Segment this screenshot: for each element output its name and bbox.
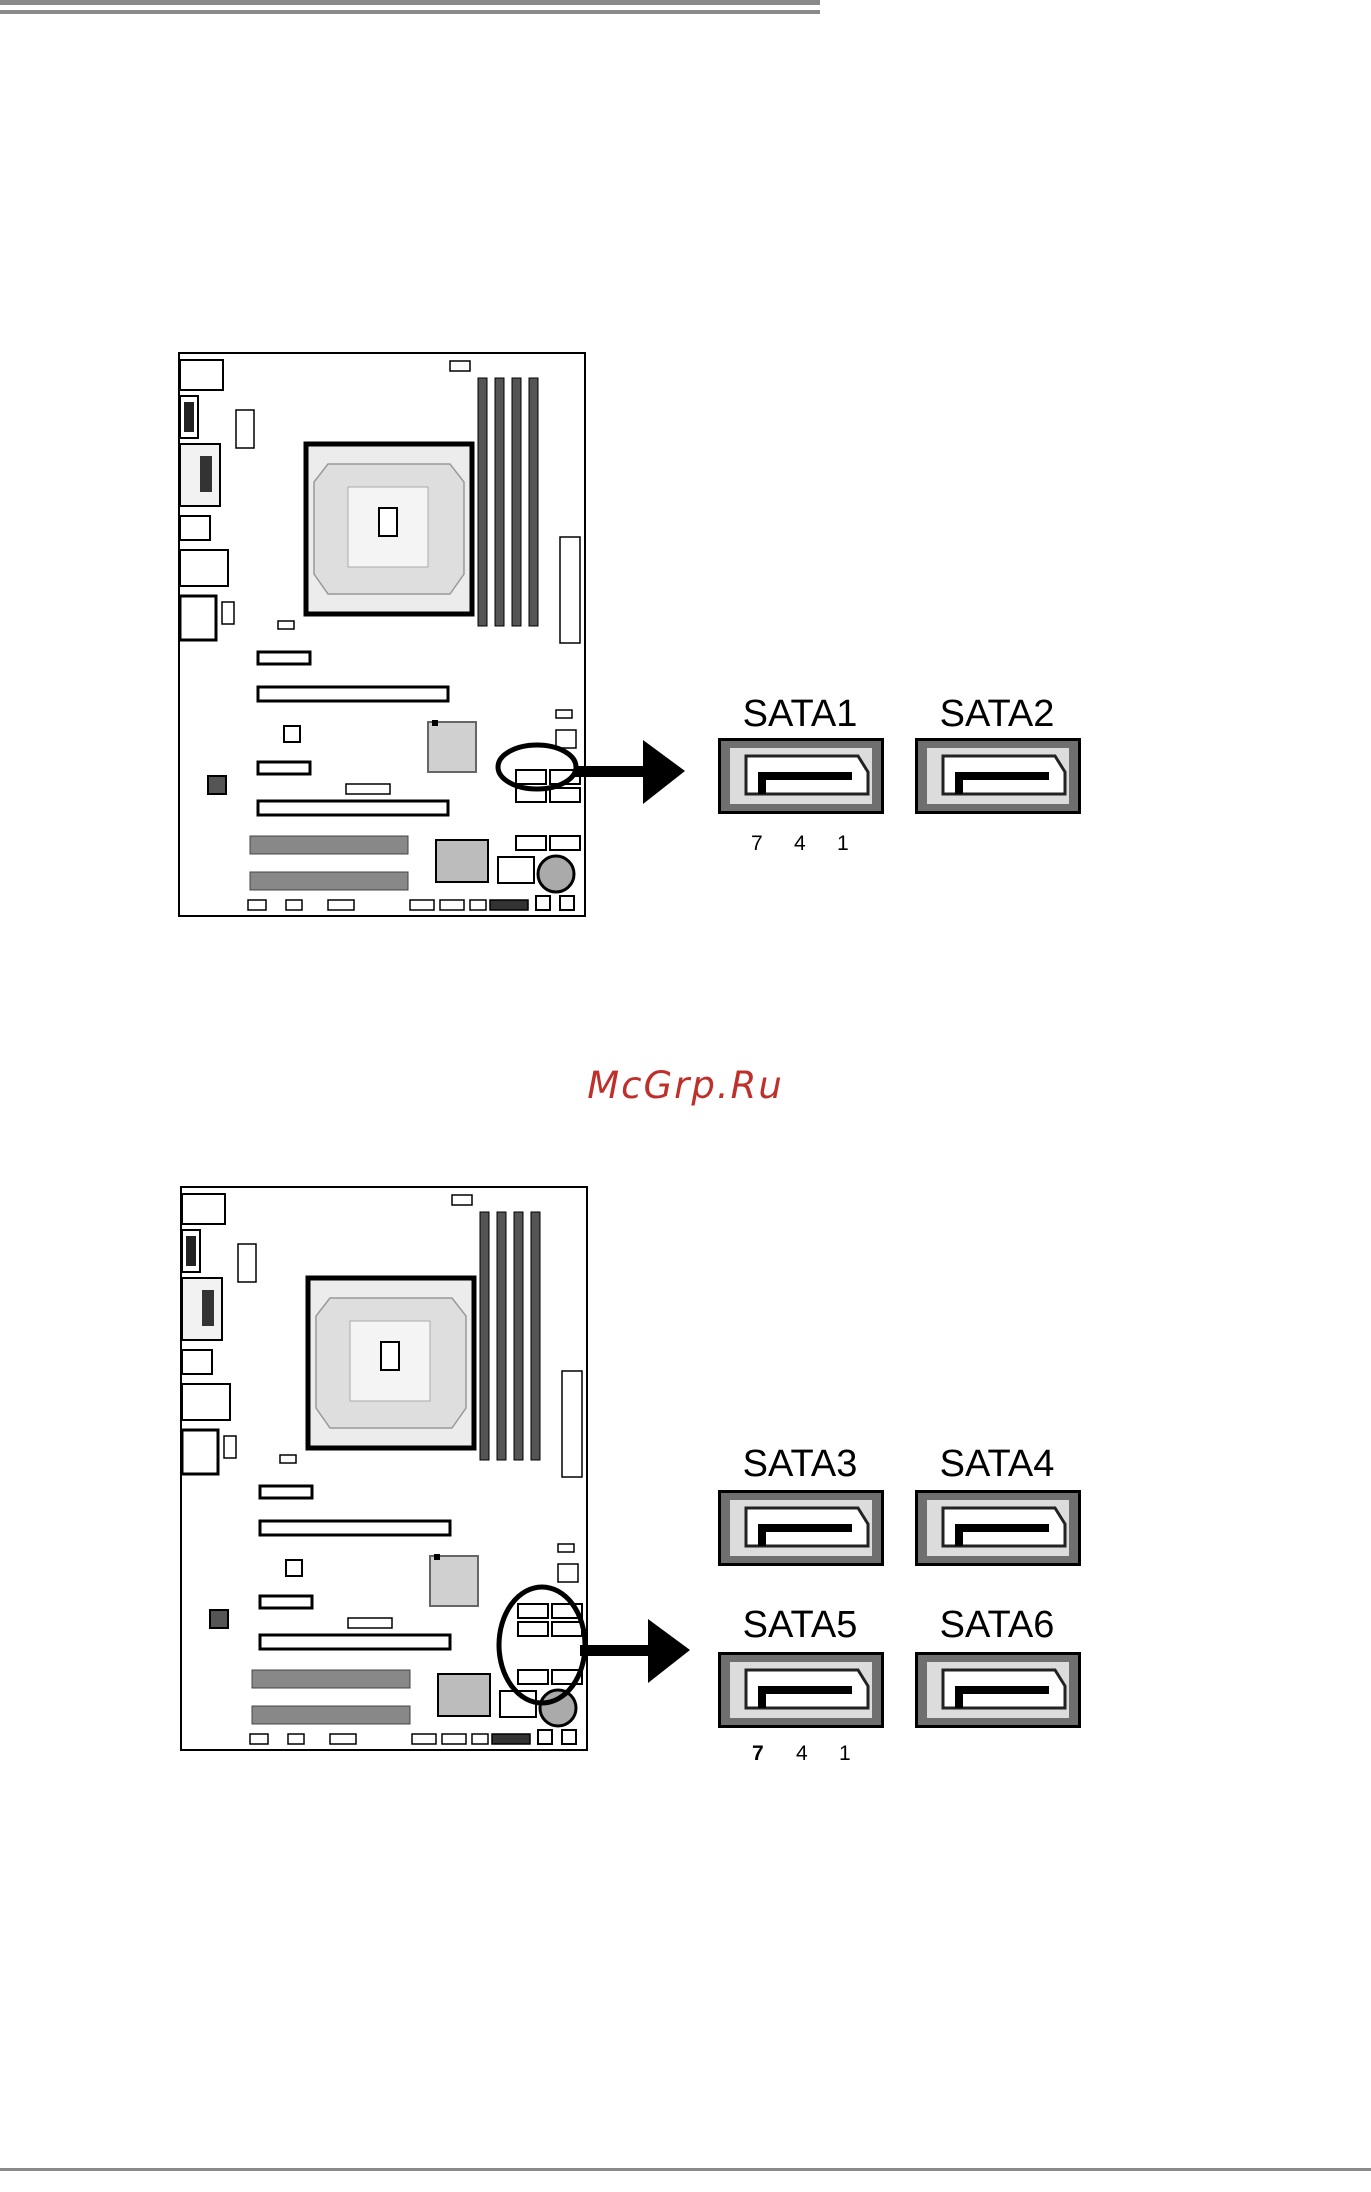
sata5-connector — [718, 1652, 884, 1728]
sata1-connector — [718, 738, 884, 814]
sata1-label: SATA1 — [715, 693, 885, 736]
sata3-connector — [718, 1490, 884, 1566]
pin-4-label: 4 — [794, 832, 806, 856]
pin-4-label: 4 — [796, 1742, 808, 1766]
pin-1-label: 1 — [837, 832, 849, 856]
pin-7-label: 7 — [751, 832, 763, 856]
sata6-label: SATA6 — [912, 1604, 1082, 1647]
sata3-label: SATA3 — [715, 1443, 885, 1486]
figure-1: SATA1 SATA2 7 4 1 — [0, 0, 1371, 940]
pointer-arrow-2 — [580, 1617, 690, 1687]
pointer-arrow-1 — [575, 738, 685, 808]
sata4-connector — [915, 1490, 1081, 1566]
sata2-label: SATA2 — [912, 693, 1082, 736]
pin-1-label: 1 — [839, 1742, 851, 1766]
motherboard-diagram-2 — [180, 1186, 598, 1760]
sata5-label: SATA5 — [715, 1604, 885, 1647]
motherboard-diagram-1 — [178, 352, 596, 924]
sata2-connector — [915, 738, 1081, 814]
sata4-label: SATA4 — [912, 1443, 1082, 1486]
watermark-text: McGrp.Ru — [0, 1064, 1371, 1107]
pin-7-label: 7 — [752, 1742, 764, 1766]
footer-rule — [0, 2168, 1371, 2171]
sata6-connector — [915, 1652, 1081, 1728]
